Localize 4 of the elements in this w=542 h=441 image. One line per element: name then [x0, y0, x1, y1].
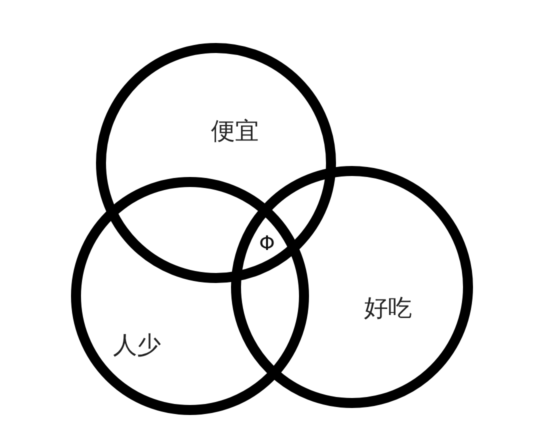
- set-label: 好吃: [364, 293, 412, 324]
- set-label: 人少: [113, 330, 161, 361]
- intersection-label: Φ: [259, 231, 275, 255]
- set-label: 便宜: [211, 116, 259, 147]
